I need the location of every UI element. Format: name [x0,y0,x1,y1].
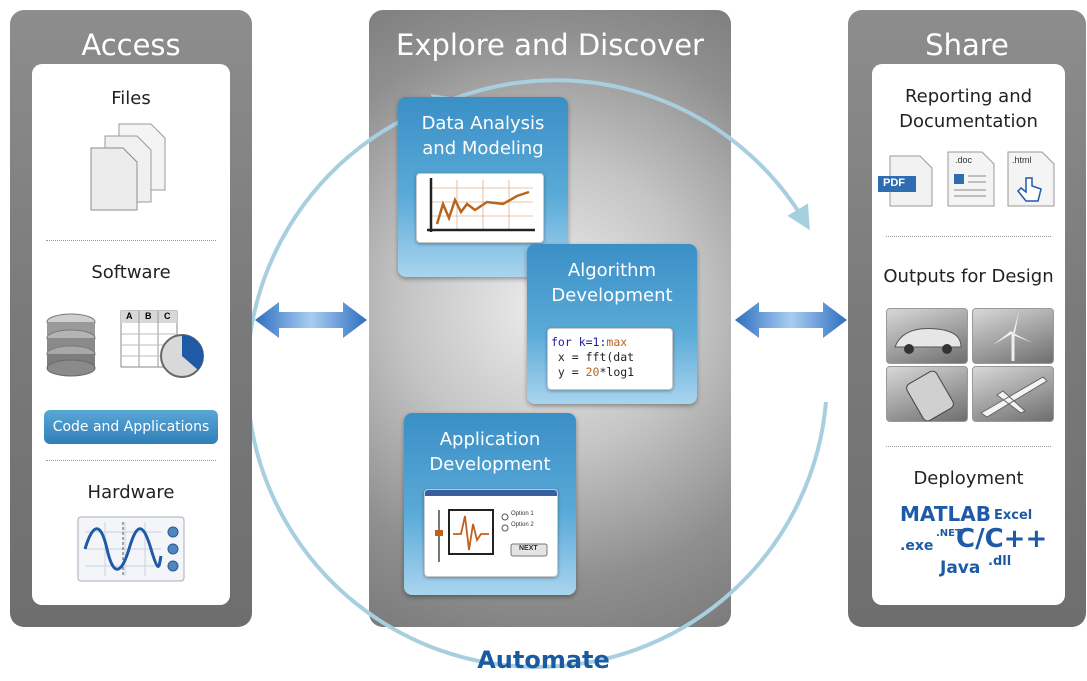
pdf-label: PDF [883,177,905,189]
html-label: .html [1012,155,1032,165]
code-line-3b: 20 [585,365,600,379]
algorithm-title: Algorithm Development [551,260,673,306]
code-for: for k=1: [551,335,607,349]
phone-tile [886,366,968,422]
database-icon [46,313,96,377]
col-a-header: A [126,311,133,321]
line-plot-icon [427,178,535,232]
hardware-label: Hardware [87,482,175,503]
net-term: .NET [936,528,962,539]
application-title: Application Development [429,429,551,475]
access-explore-arrow [255,302,367,338]
share-inner: Reporting and Documentation PDF .doc .ht… [872,64,1065,605]
software-label: Software [91,262,171,283]
code-snippet: for k=1:max x = fft(dat y = 20*log1 [551,335,634,380]
oscilloscope-icon [77,516,185,582]
code-line-2: x = fft(dat [551,350,635,364]
exe-term: .exe [900,538,934,554]
dll-term: .dll [988,554,1012,569]
doc-label: .doc [955,155,973,165]
files-icon [90,123,166,211]
reporting-label: Reporting and Documentation [899,86,1038,132]
airplane-tile [972,366,1054,422]
application-gui-thumbnail: Option 1 Option 2 NEXT [424,489,558,577]
access-title: Access [81,28,181,62]
explore-title: Explore and Discover [396,28,704,62]
matlab-term: MATLAB [900,502,991,526]
deployment-graphic: MATLAB Excel .NET .exe C/C++ Java .dll [872,496,1065,586]
html-icon: .html [1006,150,1058,208]
option-2-label: Option 2 [511,522,534,528]
access-separator-1 [46,240,216,241]
data-analysis-title: Data Analysis and Modeling [421,113,545,159]
option-1-label: Option 1 [511,511,534,517]
gui-titlebar [425,490,557,496]
code-line-3c: *log1 [599,365,635,379]
explore-share-arrow [735,302,847,338]
deployment-label: Deployment [913,468,1024,489]
share-panel: Share Reporting and Documentation PDF .d… [848,10,1086,627]
code-max: max [606,335,628,349]
col-b-header: B [145,311,152,321]
share-separator-2 [886,446,1051,447]
algorithm-code-thumbnail: for k=1:max x = fft(dat y = 20*log1 [547,328,673,390]
files-label: Files [111,88,151,109]
share-title: Share [925,28,1009,62]
application-card: Application Development Option 1 Option … [404,413,576,595]
data-analysis-thumbnail [416,173,544,243]
outputs-label: Outputs for Design [883,266,1054,287]
car-tile [886,308,968,364]
share-separator-1 [886,236,1051,237]
automate-label: Automate [477,646,610,674]
wind-turbine-tile [972,308,1054,364]
excel-term: Excel [994,508,1033,523]
code-line-3a: y = [551,365,586,379]
col-c-header: C [164,311,171,321]
pdf-icon: PDF [878,154,938,208]
java-term: Java [940,558,981,578]
access-panel: Access Files Software [10,10,252,627]
doc-icon: .doc [946,150,996,208]
pie-chart-icon [160,334,204,378]
access-separator-2 [46,460,216,461]
code-and-applications-button: Code and Applications [44,410,218,444]
cpp-term: C/C++ [956,524,1048,554]
algorithm-card: Algorithm Development for k=1:max x = ff… [527,244,697,404]
next-button: NEXT [519,545,538,552]
access-inner: Files Software [32,64,230,605]
